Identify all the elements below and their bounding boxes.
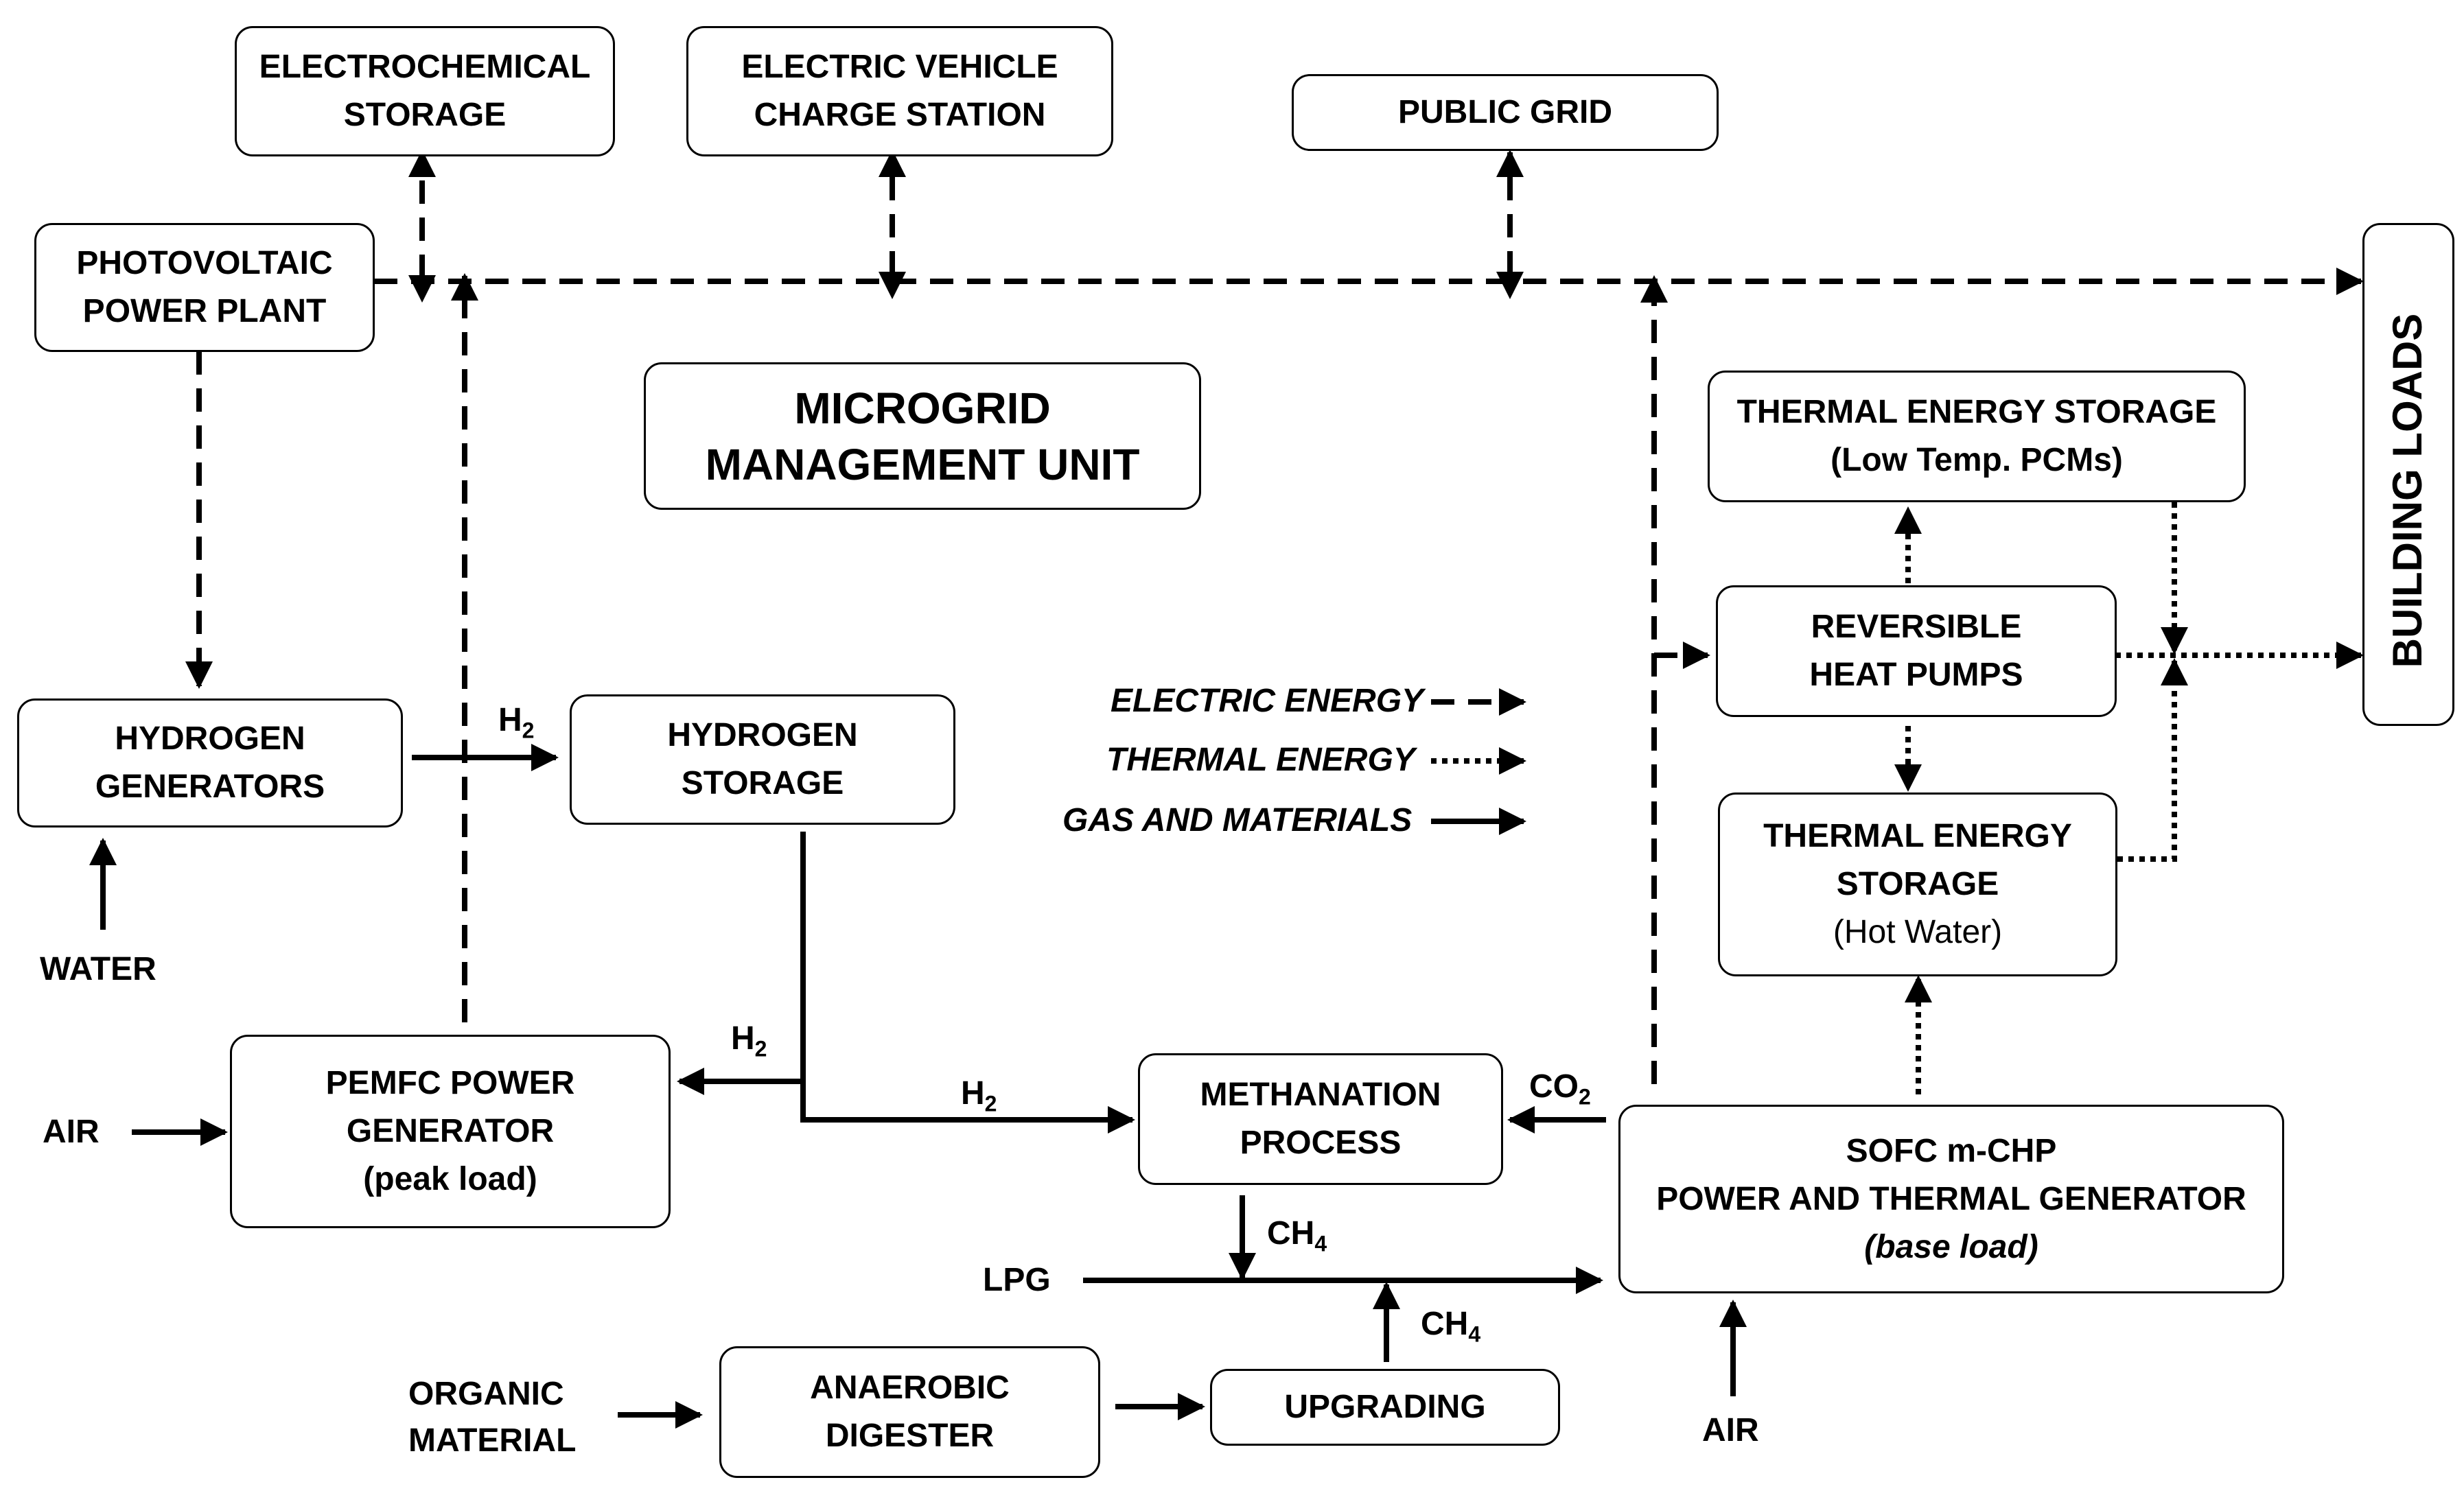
building-loads-label: BUILDING LOADS (2384, 313, 2430, 668)
ev-charge-station-box: ELECTRIC VEHICLE CHARGE STATION (686, 26, 1113, 156)
public-grid-label: PUBLIC GRID (1398, 94, 1612, 130)
h2-storage-box: HYDROGEN STORAGE (570, 694, 955, 825)
ev-charge-station-line2: CHARGE STATION (754, 97, 1046, 133)
tes-hot-line3: (Hot Water) (1833, 914, 2003, 950)
public-grid-box: PUBLIC GRID (1292, 74, 1719, 151)
pemfc-line3: (peak load) (363, 1161, 537, 1197)
tes-hot-box: THERMAL ENERGY STORAGE (Hot Water) (1718, 793, 2117, 976)
h2-storage-line1: HYDROGEN (667, 717, 858, 753)
tes-hot-line2: STORAGE (1836, 866, 1999, 902)
digester-line1: ANAEROBIC (810, 1370, 1010, 1406)
heat-pumps-line1: REVERSIBLE (1811, 609, 2022, 645)
pv-plant-line2: POWER PLANT (82, 293, 327, 329)
methanation-box: METHANATION PROCESS (1138, 1053, 1503, 1185)
digester-box: ANAEROBIC DIGESTER (719, 1346, 1100, 1478)
ev-charge-station-line1: ELECTRIC VEHICLE (741, 49, 1058, 85)
electrochemical-storage-box: ELECTROCHEMICAL STORAGE (235, 26, 615, 156)
h2-generators-line1: HYDROGEN (115, 720, 305, 757)
air-pemfc-label: AIR (43, 1114, 100, 1150)
upgrading-label: UPGRADING (1284, 1389, 1486, 1425)
co2-label: CO2 (1529, 1068, 1591, 1110)
organic-label-line2: MATERIAL (408, 1422, 577, 1459)
organic-label-line1: ORGANIC (408, 1376, 564, 1412)
mmu-box: MICROGRID MANAGEMENT UNIT (644, 362, 1201, 510)
h2-label-c: H2 (961, 1075, 997, 1116)
ch4-label-b: CH4 (1421, 1306, 1481, 1347)
mmu-line2: MANAGEMENT UNIT (705, 439, 1140, 489)
tes-low-line2: (Low Temp. PCMs) (1830, 442, 2123, 478)
h2-generators-box: HYDROGEN GENERATORS (17, 698, 403, 827)
tes-low-line1: THERMAL ENERGY STORAGE (1736, 394, 2217, 430)
sofc-line3: (base load) (1864, 1228, 2038, 1265)
heat-pumps-box: REVERSIBLE HEAT PUMPS (1716, 585, 2117, 717)
h2-generators-line2: GENERATORS (95, 768, 325, 805)
legend-electric-label: ELECTRIC ENERGY (1111, 683, 1424, 719)
h2-label-a: H2 (498, 702, 535, 743)
legend-thermal-label: THERMAL ENERGY (1106, 742, 1415, 778)
sofc-box: SOFC m-CHP POWER AND THERMAL GENERATOR (… (1618, 1105, 2284, 1293)
methanation-line2: PROCESS (1240, 1125, 1402, 1161)
tes-low-box: THERMAL ENERGY STORAGE (Low Temp. PCMs) (1708, 371, 2246, 502)
digester-line2: DIGESTER (825, 1418, 995, 1454)
ch4-label-a: CH4 (1267, 1215, 1327, 1256)
sofc-line2: POWER AND THERMAL GENERATOR (1656, 1180, 2246, 1217)
mmu-line1: MICROGRID (794, 383, 1051, 433)
water-label: WATER (40, 951, 156, 987)
tes-hot-up-line (2117, 658, 2188, 862)
sofc-line1: SOFC m-CHP (1846, 1132, 2057, 1169)
tes-hot-line1: THERMAL ENERGY (1763, 818, 2072, 854)
heat-pumps-line2: HEAT PUMPS (1809, 657, 2023, 693)
h2-storage-line2: STORAGE (681, 765, 844, 801)
pemfc-line2: GENERATOR (346, 1113, 555, 1149)
pv-plant-line1: PHOTOVOLTAIC (76, 245, 333, 281)
upgrading-box: UPGRADING (1210, 1369, 1560, 1446)
methanation-line1: METHANATION (1200, 1077, 1441, 1113)
electrochemical-storage-line1: ELECTROCHEMICAL (259, 49, 591, 85)
pemfc-box: PEMFC POWER GENERATOR (peak load) (230, 1035, 671, 1228)
legend-gas-label: GAS AND MATERIALS (1062, 802, 1413, 838)
lpg-label: LPG (983, 1262, 1051, 1298)
pv-plant-box: PHOTOVOLTAIC POWER PLANT (34, 223, 375, 352)
air-sofc-label: AIR (1702, 1412, 1759, 1448)
pemfc-line1: PEMFC POWER (325, 1065, 575, 1101)
building-loads-box (2362, 223, 2454, 726)
h2-label-b: H2 (731, 1020, 767, 1061)
electrochemical-storage-line2: STORAGE (343, 97, 507, 133)
h2storage-to-methanation-line (800, 832, 1135, 1134)
